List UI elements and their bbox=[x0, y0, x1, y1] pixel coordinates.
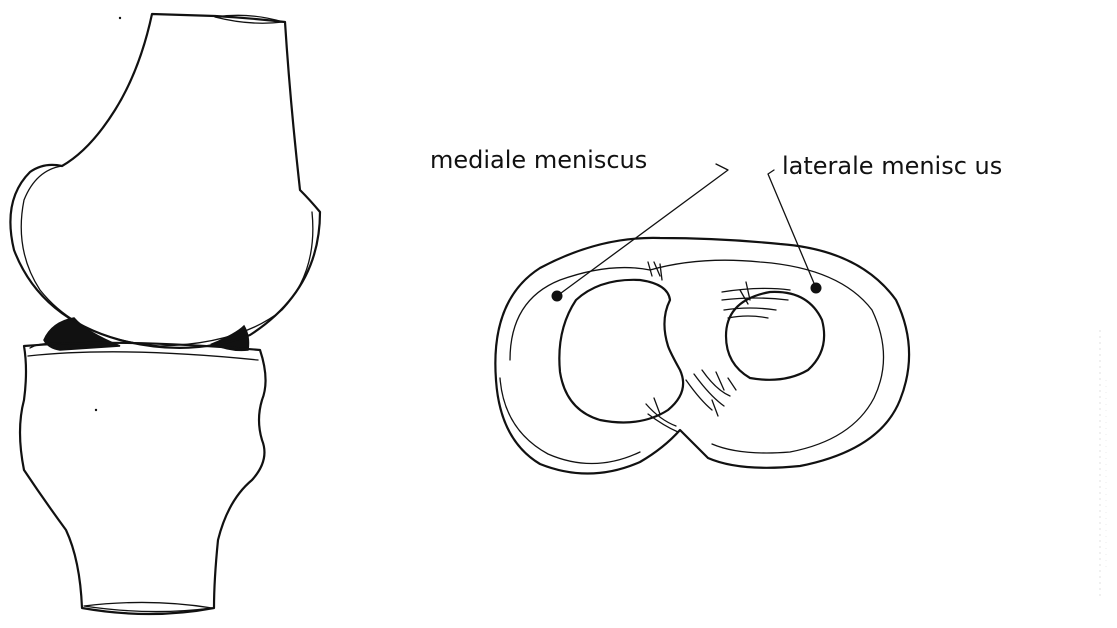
menisci-top-view bbox=[495, 164, 909, 474]
lateral-meniscus-label: laterale menisc us bbox=[782, 152, 1002, 180]
tibia-cartilage-outline bbox=[28, 352, 258, 360]
medial-meniscus-label: mediale meniscus bbox=[430, 146, 647, 174]
femur-cartilage-outline bbox=[21, 166, 313, 346]
meniscus-rim-lower bbox=[500, 378, 640, 464]
tibia-bone bbox=[20, 343, 266, 614]
meniscus-wedge-front bbox=[44, 318, 120, 350]
bone-speck bbox=[95, 409, 97, 411]
knee-joint-side-view bbox=[10, 14, 320, 614]
lateral-meniscus-opening bbox=[726, 292, 824, 380]
femur-bone bbox=[10, 14, 320, 348]
lateral-meniscus-leader-line bbox=[768, 170, 816, 288]
scan-streak bbox=[1100, 330, 1106, 600]
bone-speck bbox=[119, 17, 121, 19]
medial-meniscus-leader-line bbox=[557, 164, 728, 296]
tibial-plateau-outline bbox=[495, 238, 909, 474]
medial-meniscus-opening bbox=[559, 280, 683, 423]
